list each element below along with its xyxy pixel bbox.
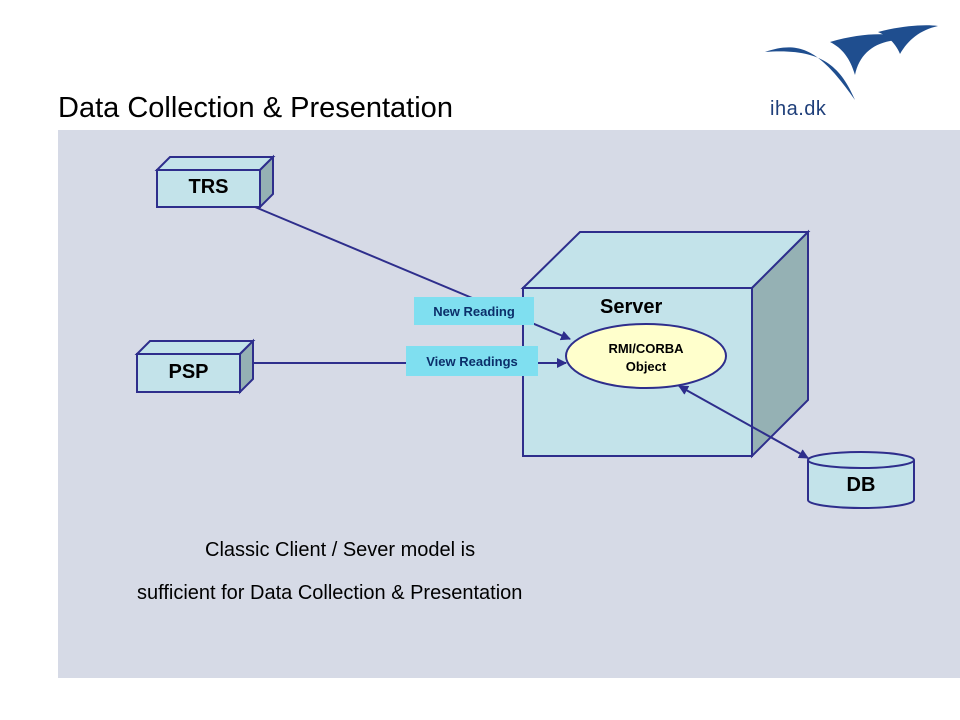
rmi-corba-line2: Object <box>625 359 667 374</box>
db-connector-line <box>678 385 809 459</box>
psp-label: PSP <box>168 361 209 383</box>
rmi-corba-ellipse <box>565 323 727 389</box>
trs-box <box>154 154 276 210</box>
db-cylinder <box>807 451 915 509</box>
logo-text: iha.dk <box>770 98 827 120</box>
server-label: Server <box>600 296 663 318</box>
psp-box <box>134 338 256 395</box>
caption-line-1: Classic Client / Sever model is <box>205 539 476 561</box>
content-panel <box>58 130 960 678</box>
caption-line-2: sufficient for Data Collection & Present… <box>137 582 523 604</box>
rmi-corba-line1: RMI/CORBA <box>608 341 684 356</box>
trs-label: TRS <box>188 176 229 198</box>
rmi-corba-label: RMI/CORBA Object <box>568 340 724 376</box>
view-readings-tag: View Readings <box>406 346 538 376</box>
new-reading-tag: New Reading <box>414 297 534 325</box>
iha-logo-icon <box>765 25 938 100</box>
page-title: Data Collection & Presentation <box>58 92 453 124</box>
db-label: DB <box>846 474 876 496</box>
